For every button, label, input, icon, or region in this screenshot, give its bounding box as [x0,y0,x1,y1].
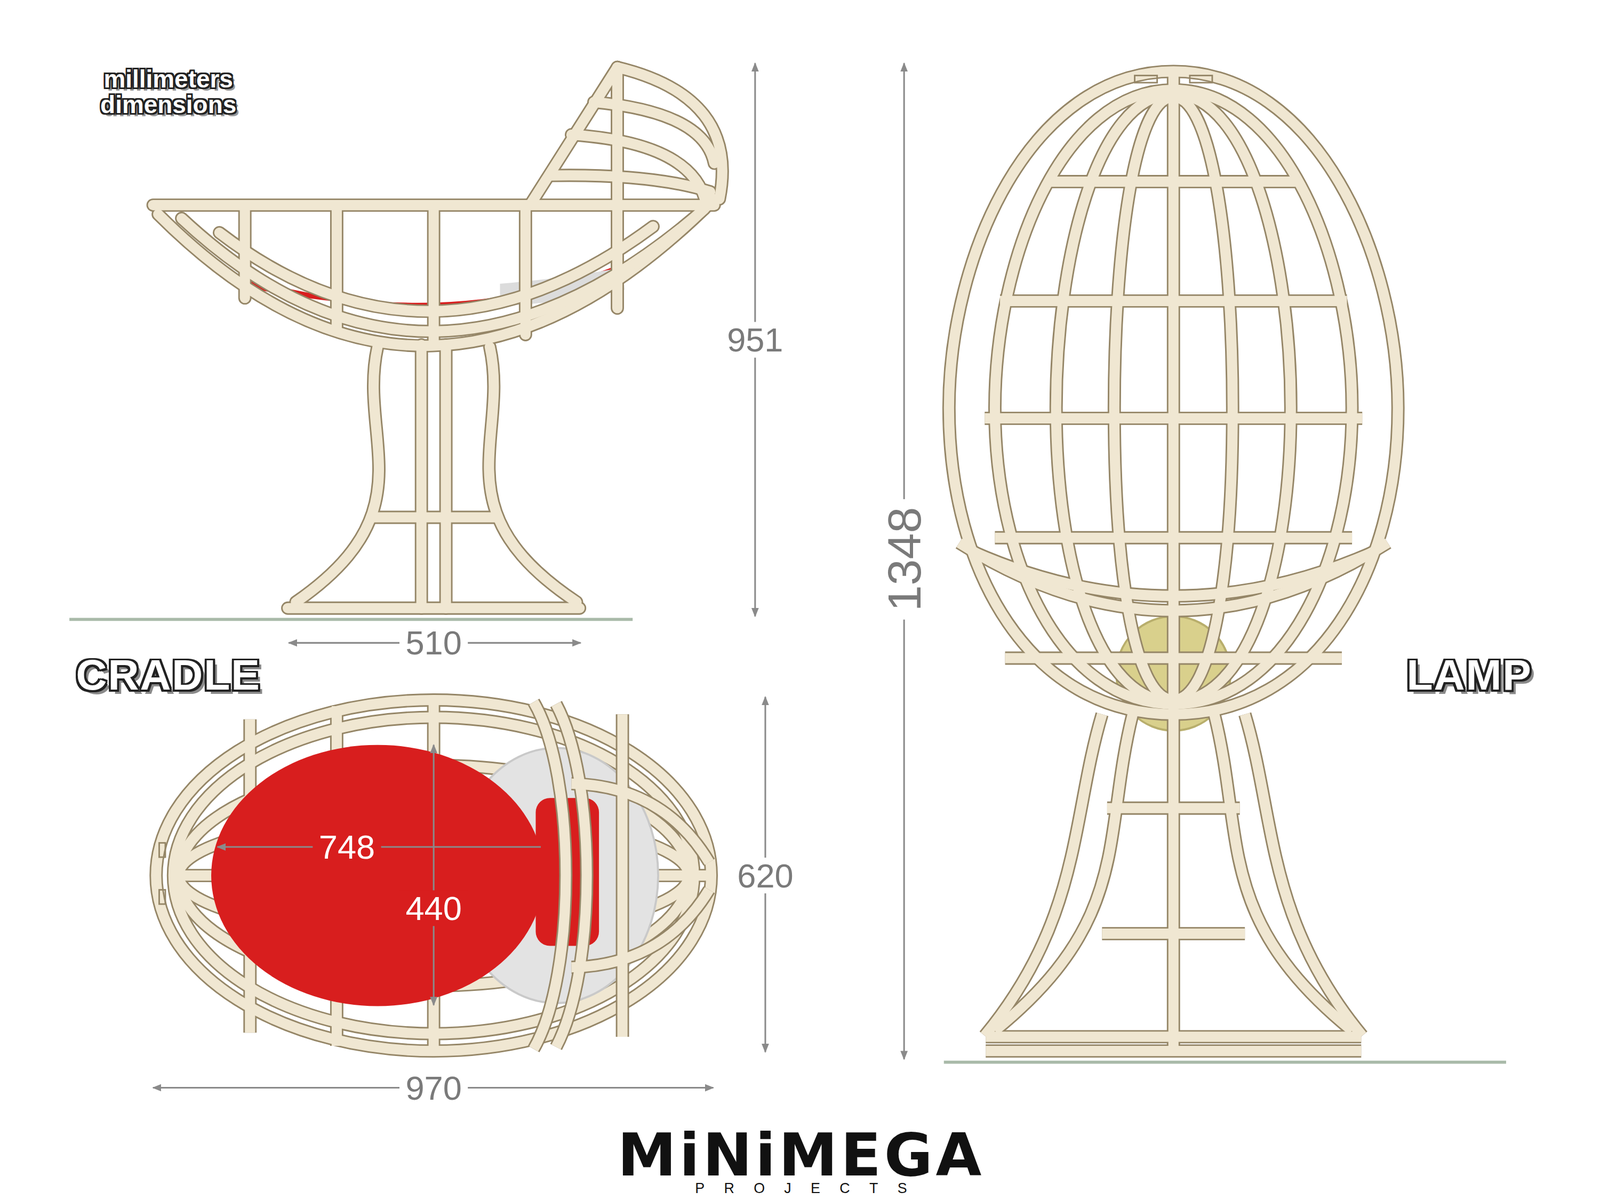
brand-logo: MiNiMEGA [617,1125,986,1185]
dimension-value: 951 [721,322,790,358]
dimension-value: 510 [399,625,468,661]
brand-subtitle: PROJECTS [675,1180,927,1196]
units-note: millimeters dimensions [45,66,291,118]
dimension-value: 1348 [879,498,929,620]
dimension-value: 440 [399,890,468,926]
dimension-value: 748 [312,829,381,866]
dimension-value: 970 [399,1069,468,1106]
product-title: CRADLE [76,653,261,697]
product-title: LAMP [1406,653,1532,697]
dimension-value: 620 [731,857,800,894]
